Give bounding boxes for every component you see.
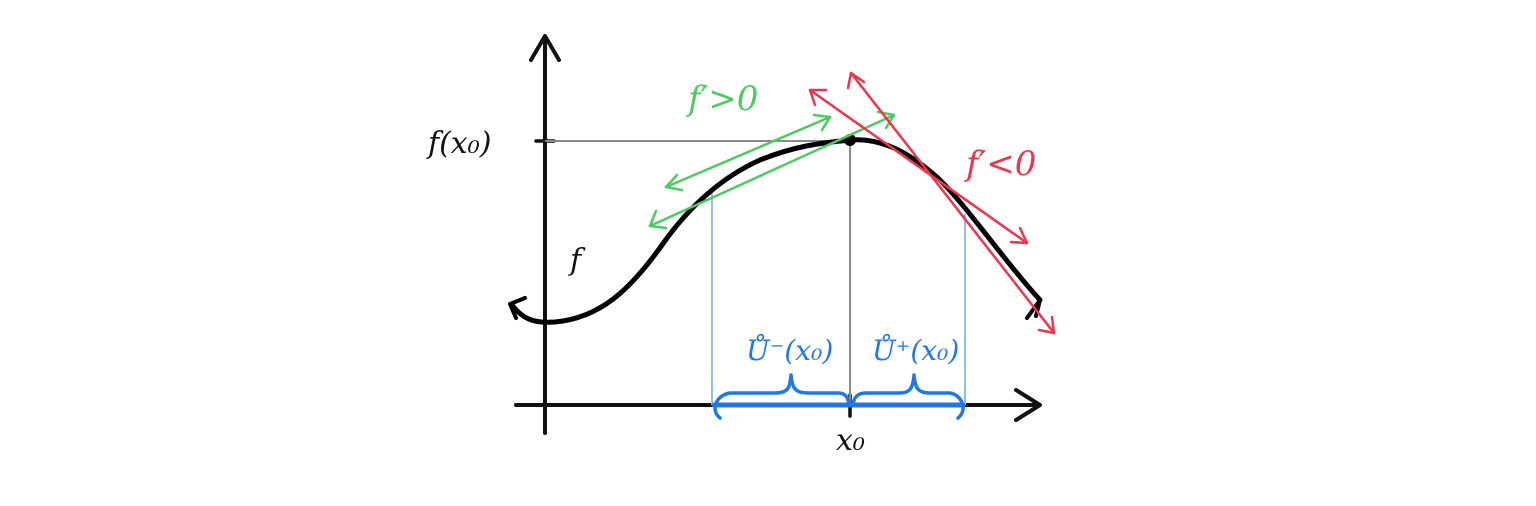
x-axis-arrowhead: [1014, 388, 1042, 422]
y-tick-label: f(x₀): [426, 126, 491, 161]
curve-left-arrowhead: [508, 296, 527, 320]
tangent-red-1: [808, 88, 1029, 245]
axes: [514, 34, 1042, 435]
function-curve: [509, 137, 1043, 325]
decreasing-label: f′<0: [963, 144, 1036, 184]
guide-lines: [545, 140, 851, 405]
tangent-green-1-head-b: [812, 113, 832, 132]
tangent-red-1-head-b: [1009, 226, 1029, 245]
function-label: f: [568, 243, 586, 278]
left-neighborhood-brace: [713, 373, 851, 420]
tangent-green-1: [664, 115, 832, 189]
increasing-label: f′>0: [685, 79, 758, 119]
tangent-red-2-head-b: [1037, 315, 1056, 335]
increasing-tangents: [648, 110, 896, 230]
neighborhood-braces: [711, 373, 966, 420]
tangent-red-1-head-a: [808, 88, 828, 107]
neighborhood-bounds: [711, 192, 966, 405]
tangent-green-2: [648, 113, 896, 228]
left-neighborhood-label: Ů⁻(x₀): [746, 333, 833, 367]
decreasing-tangents: [808, 71, 1056, 335]
x-tick-label: x₀: [836, 423, 865, 458]
right-neighborhood-brace: [851, 373, 965, 420]
tangent-red-2: [849, 71, 1056, 335]
right-neighborhood-label: Ů⁺(x₀): [872, 333, 959, 367]
tangent-green-2-head-a: [648, 209, 668, 230]
tangent-green-1-head-a: [664, 173, 684, 192]
y-axis-arrowhead: [529, 34, 561, 62]
tangent-red-2-head-a: [846, 71, 866, 90]
